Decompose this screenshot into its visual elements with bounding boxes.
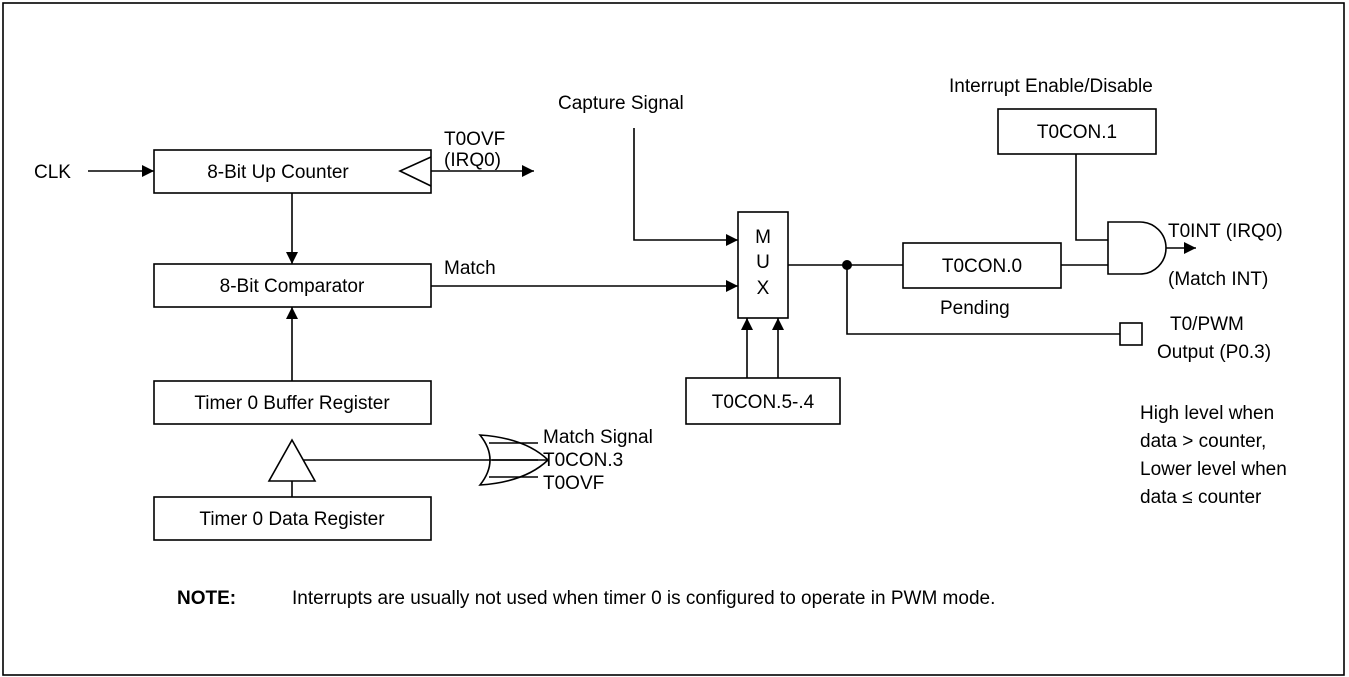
t0con-1-label: T0CON.1 (1037, 122, 1117, 143)
mux-letter-x: X (757, 278, 770, 299)
t0con-0-label: T0CON.0 (942, 256, 1022, 277)
level-note-line4: data ≤ counter (1140, 487, 1262, 508)
match-int-label: (Match INT) (1168, 269, 1268, 290)
match-label: Match (444, 258, 496, 279)
comparator-label: 8-Bit Comparator (220, 276, 365, 297)
or-input-t0ovf: T0OVF (543, 473, 604, 494)
mux-letter-m: M (755, 227, 771, 248)
level-note-line1: High level when (1140, 403, 1274, 424)
capture-arrow (633, 128, 738, 246)
and-gate (1107, 221, 1167, 275)
or-input-match-signal: Match Signal (543, 427, 653, 448)
t0con-54-label: T0CON.5-.4 (712, 392, 815, 413)
t0con-1-block (997, 108, 1157, 155)
t0ovf-label: T0OVF (444, 129, 505, 150)
buffer-register-label: Timer 0 Buffer Register (194, 393, 390, 414)
data-register-block (153, 496, 432, 541)
clk-label: CLK (34, 162, 71, 183)
capture-signal-label: Capture Signal (558, 93, 684, 114)
t0con-0-block (902, 242, 1062, 289)
level-note-line3: Lower level when (1140, 459, 1287, 480)
t0con-54-block (685, 377, 841, 425)
note-text: Interrupts are usually not used when tim… (292, 588, 995, 609)
buffer-register-block (153, 380, 432, 425)
mux-letter-u: U (756, 252, 770, 273)
pending-label: Pending (940, 298, 1010, 319)
level-note-line2: data > counter, (1140, 431, 1266, 452)
pwm-output-pin (1119, 322, 1143, 346)
pwm-output-label-line2: Output (P0.3) (1157, 342, 1271, 363)
t0int-label: T0INT (IRQ0) (1168, 221, 1283, 242)
counter-overflow-symbol (398, 156, 432, 187)
pwm-output-label-line1: T0/PWM (1170, 314, 1244, 335)
or-input-t0con3: T0CON.3 (543, 450, 623, 471)
data-register-label: Timer 0 Data Register (199, 509, 385, 530)
interrupt-enable-label: Interrupt Enable/Disable (949, 76, 1153, 97)
pwm-output-wire (846, 265, 1120, 335)
irq0-label: (IRQ0) (444, 150, 501, 171)
note-label: NOTE: (177, 588, 236, 609)
up-counter-label: 8-Bit Up Counter (207, 162, 349, 183)
enable-to-and-wire (1075, 154, 1108, 241)
